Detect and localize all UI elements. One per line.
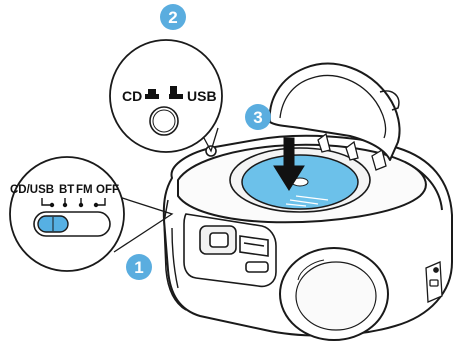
switch-label-off: OFF <box>96 184 119 196</box>
callout-source-button: CD USB <box>110 40 222 152</box>
svg-text:2: 2 <box>168 8 177 27</box>
step-badge-1: 1 <box>126 254 152 280</box>
step-badge-2: 2 <box>160 4 186 30</box>
side-ports <box>426 262 442 302</box>
source-label-usb: USB <box>187 88 217 104</box>
speaker-grille <box>280 248 388 340</box>
callout-source-switch: CD/USB BT FM OFF <box>10 157 172 271</box>
cd-disc <box>242 155 358 209</box>
step-badge-3: 3 <box>245 104 271 130</box>
svg-text:1: 1 <box>134 258 143 277</box>
switch-label-bt: BT <box>59 184 74 196</box>
switch-label-fm: FM <box>76 184 93 196</box>
switch-label-cd-usb: CD/USB <box>10 184 54 196</box>
source-label-cd: CD <box>122 88 142 104</box>
svg-text:3: 3 <box>253 108 262 127</box>
